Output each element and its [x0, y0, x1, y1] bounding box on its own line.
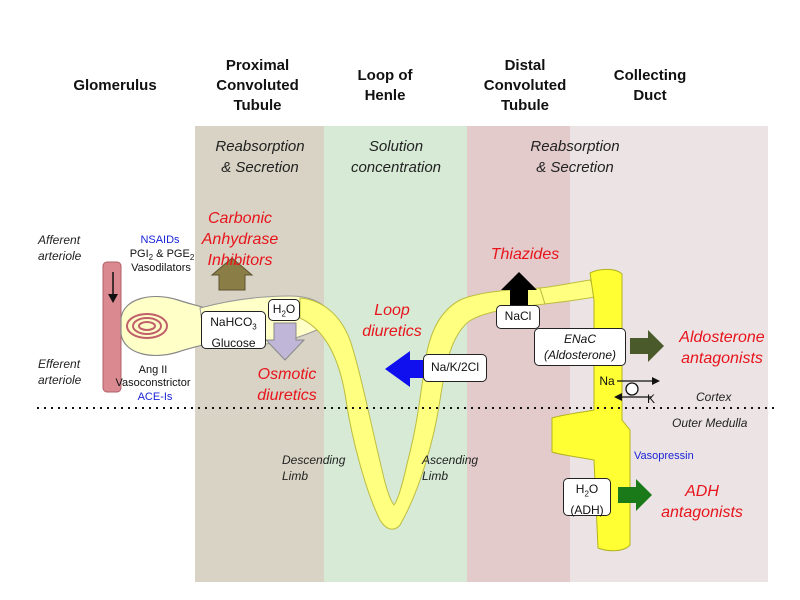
nak2cl-box: Na/K/2Cl	[423, 354, 487, 382]
k-arrowhead	[614, 393, 622, 401]
h2o-prox-o: O	[285, 302, 296, 316]
h2o-adh-sub: 2	[584, 489, 589, 499]
nsaids-label: NSAIDs	[140, 234, 180, 246]
k-label: K	[646, 392, 655, 406]
cortex-label: Cortex	[696, 390, 732, 404]
h2o-adh-o: O	[588, 482, 599, 496]
nahco3-sub: 3	[252, 322, 257, 332]
osmotic-arrow	[264, 322, 306, 361]
descending-limb-label: Descending Limb	[282, 453, 346, 483]
glucose-text: Glucose	[211, 336, 256, 351]
loop-diuretic-arrow	[385, 351, 425, 387]
na-k-pump	[625, 382, 639, 396]
thiazides-label: Thiazides	[490, 246, 560, 263]
pge-text: & PGE	[153, 248, 190, 260]
na-label: Na	[599, 374, 615, 388]
adh-antagonists-label: ADH antagonists	[661, 483, 743, 521]
ace-inhibitors-label: ACE-Is	[137, 391, 173, 403]
aldosterone-arrow	[630, 330, 664, 362]
proximal-function-label: Reabsorption & Secretion	[215, 138, 305, 176]
glomerular-tuft	[126, 313, 168, 339]
blood-flow-arrowhead	[108, 294, 118, 303]
h2o-adh-h: H	[575, 482, 585, 496]
adh-text: (ADH)	[570, 503, 604, 518]
header-proximal: Proximal Convoluted Tubule	[216, 57, 299, 114]
h2o-prox-sub: 2	[281, 309, 286, 319]
na-arrowhead	[652, 377, 660, 385]
header-loop: Loop of Henle	[357, 67, 413, 104]
nahco3-glucose-box: NaHCO3 Glucose	[201, 311, 266, 351]
loop-function-label: Solution concentration	[350, 138, 442, 176]
loop-diuretics-label: Loop diuretics	[362, 302, 422, 340]
enac-aldosterone-text: (Aldosterone)	[543, 348, 617, 362]
efferent-arteriole-label: Efferent arteriole	[38, 357, 82, 387]
carbonic-anhydrase-inhibitors-label: Carbonic Anhydrase Inhibitors	[201, 210, 279, 269]
header-glomerulus: Glomerulus	[73, 77, 157, 94]
h2o-prox-h: H	[272, 302, 282, 316]
header-collecting: Collecting Duct	[613, 67, 687, 104]
nacl-box: NaCl	[496, 305, 540, 329]
aldosterone-antagonists-label: Aldosterone antagonists	[679, 329, 765, 367]
thiazide-arrow	[501, 272, 537, 307]
header-distal: Distal Convoluted Tubule	[483, 57, 567, 114]
carbonic-arrow	[210, 257, 254, 291]
pge-sub: 2	[189, 253, 195, 263]
ascending-limb-label: Ascending Limb	[422, 453, 479, 483]
vasoconstrictor-label: Vasoconstrictor	[115, 377, 191, 389]
h2o-proximal-box: H2O	[268, 299, 300, 321]
pgi-sub: 2	[148, 253, 154, 263]
osmotic-diuretics-label: Osmotic diuretics	[257, 366, 317, 404]
h2o-adh-box: H2O (ADH)	[563, 478, 611, 518]
nahco3-text: NaHCO	[210, 315, 253, 329]
ang2-label: Ang II	[138, 364, 168, 376]
vasodilators-label: Vasodilators	[131, 262, 191, 274]
proximal-band	[195, 126, 324, 582]
enac-text: ENaC	[563, 332, 596, 346]
afferent-arteriole-label: Afferent arteriole	[38, 233, 82, 263]
adh-arrow	[618, 479, 652, 511]
outer-medulla-label: Outer Medulla	[672, 416, 748, 430]
pgi-text: PGI	[129, 248, 149, 260]
prostaglandins-label: PGI2 & PGE2	[122, 248, 202, 262]
vasopressin-label: Vasopressin	[634, 450, 694, 462]
distal-function-label: Reabsorption & Secretion	[530, 138, 620, 176]
enac-box: ENaC (Aldosterone)	[534, 328, 626, 366]
